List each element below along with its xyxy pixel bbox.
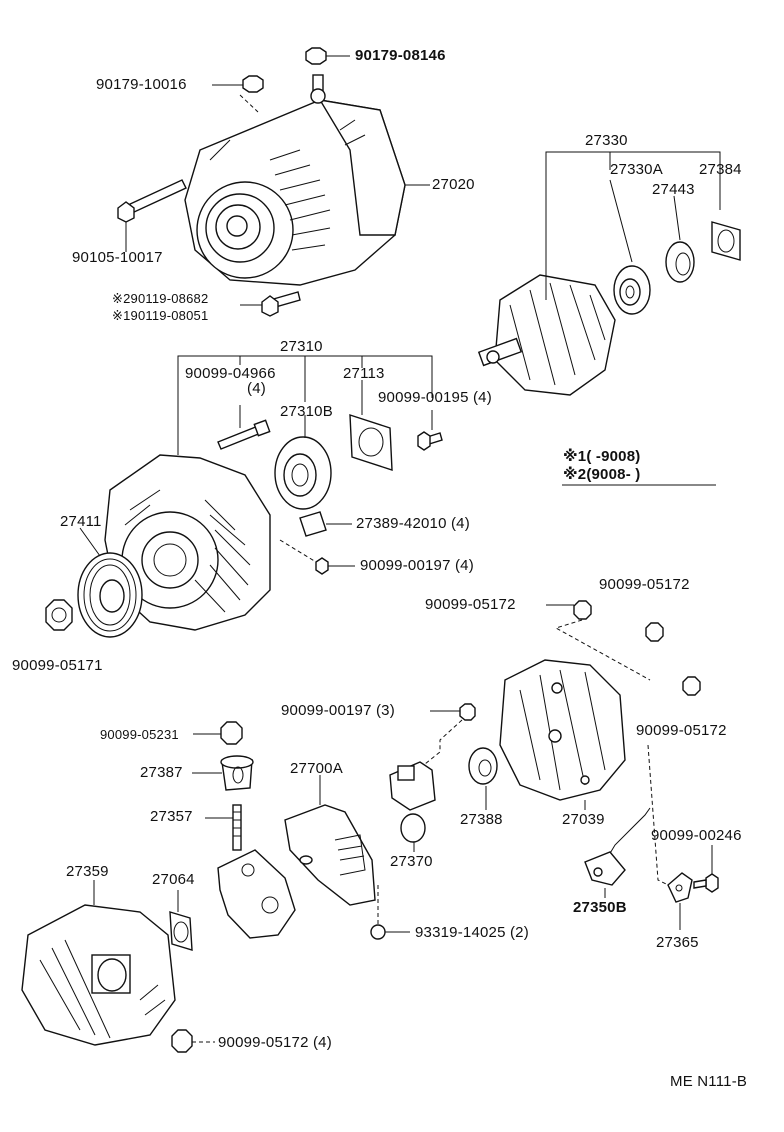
rotor-group-bracket — [545, 151, 721, 300]
bushing-27387-drawing — [192, 755, 254, 791]
label-90099-05172-right: 90099-05172 — [636, 722, 727, 739]
screw-90099-04966-drawing — [217, 405, 271, 450]
label-27411: 27411 — [60, 513, 102, 530]
label-90099-00197-3: 90099-00197 (3) — [281, 702, 395, 719]
label-90099-00246: 90099-00246 — [651, 827, 742, 844]
wire-27350b-drawing — [584, 807, 651, 898]
label-93319-14025: 93319-14025 (2) — [415, 924, 529, 941]
cover-27443-drawing — [665, 241, 695, 283]
nut-90099-05172-c-drawing — [682, 676, 701, 696]
label-27039: 27039 — [562, 811, 605, 828]
label-27064: 27064 — [152, 871, 195, 888]
label-90099-00195: 90099-00195 (4) — [378, 389, 492, 406]
nut-90179-08146-drawing — [305, 47, 350, 65]
label-90099-05231: 90099-05231 — [100, 727, 179, 742]
label-27387: 27387 — [140, 764, 183, 781]
nut-90099-05171-drawing — [45, 599, 73, 631]
label-27357: 27357 — [150, 808, 193, 825]
pulley-27411-drawing — [77, 527, 143, 638]
label-90179-10016: 90179-10016 — [96, 76, 187, 93]
ring-27384-drawing — [711, 221, 741, 261]
label-90119-08051: ※190119-08051 — [112, 308, 209, 323]
bolt-90119-drawing — [240, 291, 301, 317]
bearing-27310b-drawing — [274, 415, 332, 510]
screw-90099-00195-drawing — [417, 410, 443, 451]
label-27020: 27020 — [432, 176, 475, 193]
nut-90099-05172-4-drawing — [171, 1029, 215, 1053]
label-90099-05172-left: 90099-05172 — [425, 596, 516, 613]
plate-27365-drawing — [647, 744, 693, 930]
regulator-27700a-drawing — [284, 775, 376, 906]
label-90119-08682: ※290119-08682 — [112, 291, 209, 306]
legend-note-2: ※2(9008- ) — [563, 466, 641, 483]
label-27359: 27359 — [66, 863, 109, 880]
brush-holder-27357-drawing — [205, 804, 296, 939]
frame-group-bracket — [177, 355, 433, 455]
legend-note-1: ※1( -9008) — [563, 448, 641, 465]
label-27330a: 27330A — [610, 161, 663, 178]
bearing-27330a-drawing — [613, 265, 651, 315]
label-90105-10017: 90105-10017 — [72, 249, 163, 266]
rear-frame-27359-drawing — [21, 880, 176, 1046]
terminal-27370-drawing — [389, 761, 436, 852]
diagram-code: ME N111-B — [670, 1073, 748, 1090]
label-27384: 27384 — [699, 161, 742, 178]
alternator-assembly-drawing — [184, 74, 406, 286]
label-27389-42010: 27389-42010 (4) — [356, 515, 470, 532]
label-90099-04966-qty: (4) — [247, 380, 266, 397]
gasket-27064-drawing — [169, 890, 193, 951]
label-27700a: 27700A — [290, 760, 343, 777]
screw-90099-00197-3-drawing — [424, 703, 476, 765]
label-27310: 27310 — [280, 338, 323, 355]
screw-93319-14025-drawing — [370, 885, 410, 940]
insulator-27388-drawing — [468, 747, 498, 810]
label-27330: 27330 — [585, 132, 628, 149]
label-27310b: 27310B — [280, 403, 333, 420]
label-90099-00197-4: 90099-00197 (4) — [360, 557, 474, 574]
label-27113: 27113 — [343, 365, 385, 382]
rear-cover-27039-drawing — [499, 659, 626, 801]
label-27388: 27388 — [460, 811, 503, 828]
rotor-27330-drawing — [477, 274, 616, 396]
nut-90099-05172-b-drawing — [645, 622, 664, 642]
screw-90099-00246-drawing — [693, 845, 719, 893]
bolt-90105-10017-drawing — [117, 179, 187, 252]
label-90179-08146: 90179-08146 — [355, 47, 446, 64]
label-90099-05171: 90099-05171 — [12, 657, 103, 674]
label-27443: 27443 — [652, 181, 695, 198]
label-27350b: 27350B — [573, 899, 627, 916]
label-90099-05172-top: 90099-05172 — [599, 576, 690, 593]
screw-90099-00197-4-drawing — [279, 539, 355, 575]
label-90099-05172-4: 90099-05172 (4) — [218, 1034, 332, 1051]
label-27365: 27365 — [656, 934, 699, 951]
drive-end-frame-27310-drawing — [104, 454, 271, 631]
nut-90179-10016-drawing — [212, 75, 264, 113]
label-90099-04966: 90099-04966 — [185, 365, 276, 382]
nut-90099-05231-drawing — [193, 721, 243, 745]
plate-27113-drawing — [349, 380, 393, 471]
clip-27389-42010-drawing — [299, 511, 352, 537]
nut-90099-05172-a-drawing — [546, 600, 651, 681]
label-27370: 27370 — [390, 853, 433, 870]
